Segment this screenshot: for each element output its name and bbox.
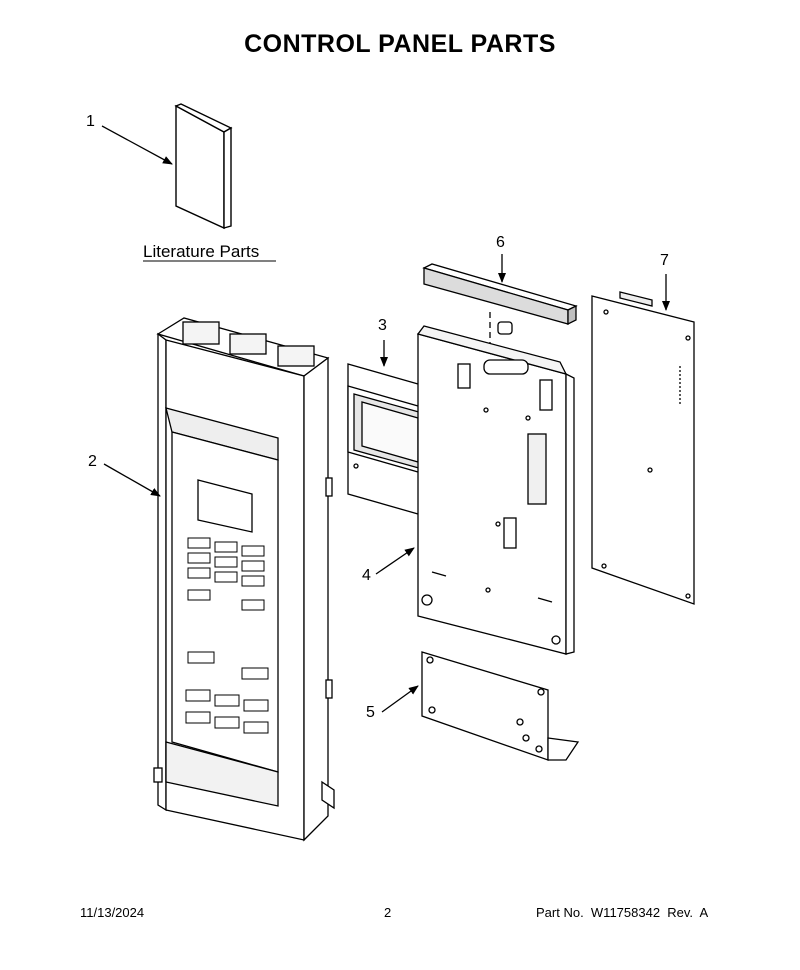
part-1-literature-booklet: [174, 103, 233, 230]
part-4-control-board: [416, 312, 575, 655]
leader-4: [375, 547, 415, 575]
footer-date: 11/13/2024: [80, 905, 145, 920]
callout-7: 7: [660, 252, 669, 269]
part-2-keypad: [185, 537, 269, 734]
leader-5: [381, 685, 419, 713]
callout-6: 6: [496, 234, 505, 251]
callout-numbers: 1 2 3 4 5 6 7: [86, 113, 669, 721]
callout-4: 4: [362, 567, 371, 584]
callout-2: 2: [88, 453, 97, 470]
part-7-circuit-board: [591, 291, 695, 605]
leader-1: [101, 125, 173, 165]
part-6-foam-strip: [422, 263, 578, 326]
callout-3: 3: [378, 317, 387, 334]
part-5-bracket: [421, 651, 580, 761]
page-title: CONTROL PANEL PARTS: [244, 30, 556, 58]
callout-1: 1: [86, 113, 95, 130]
leader-2: [103, 463, 161, 497]
leader-arrows: [101, 125, 670, 713]
callout-5: 5: [366, 704, 375, 721]
literature-parts-label: Literature Parts: [143, 242, 259, 261]
footer-part-number: Part No. W11758342 Rev. A: [536, 905, 709, 920]
footer-page-number: 2: [384, 905, 392, 920]
